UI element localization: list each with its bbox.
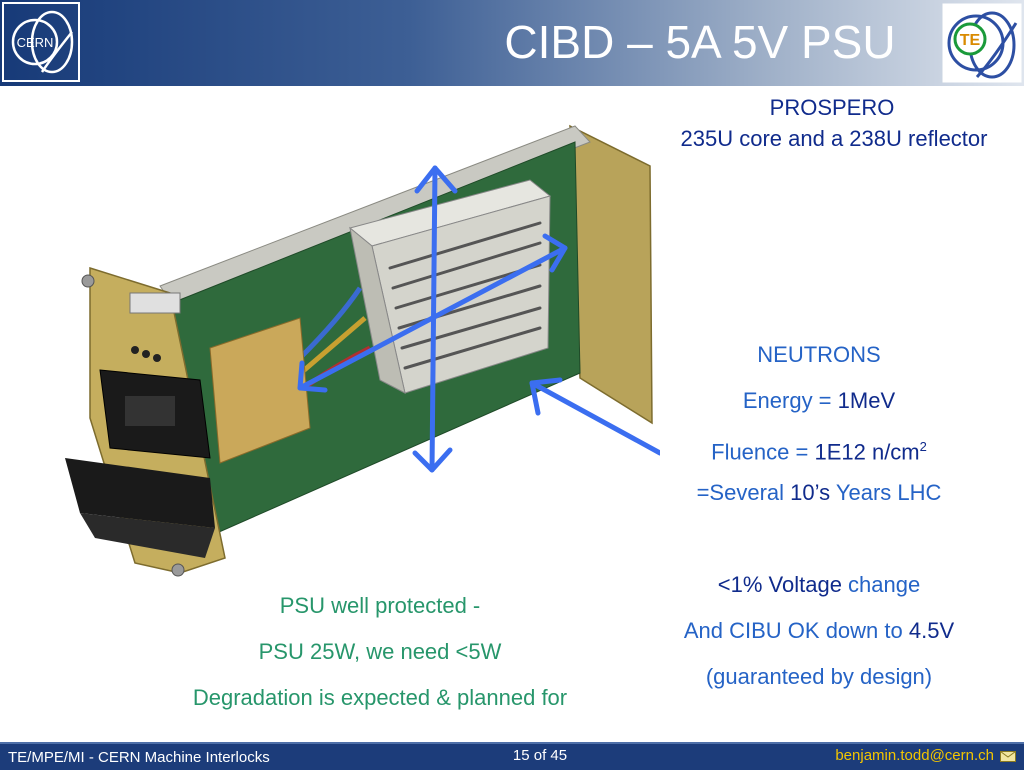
several-years-line: =Several 10’s Years LHC [660, 478, 978, 508]
fluence-line: Fluence = 1E12 n/cm2 [680, 432, 958, 467]
page-number: 15 of 45 [512, 747, 568, 764]
cibu-value: 4.5V [908, 618, 955, 643]
fluence-value: 1E12 n/cm [814, 439, 920, 465]
voltage-change-line: <1% Voltage change [670, 570, 968, 600]
guarantee-line: (guaranteed by design) [705, 664, 933, 689]
te-logo-text: TE [960, 32, 981, 49]
psu-note-power: PSU 25W, we need <5W [258, 639, 502, 664]
several-prefix: =Several [696, 480, 791, 505]
several-value: 10’s [790, 480, 831, 505]
neutrons-heading: NEUTRONS [757, 342, 881, 367]
psu-note-degradation: Degradation is expected & planned for [192, 685, 568, 710]
several-suffix: Years LHC [830, 480, 942, 505]
author-email-link[interactable]: benjamin.todd@cern.ch [835, 747, 994, 764]
voltage-prefix: <1% Voltage [717, 572, 842, 597]
prospero-title: PROSPERO [769, 95, 895, 120]
psu-note-protected: PSU well protected - [279, 593, 481, 618]
slide-title: CIBD – 5A 5V PSU [504, 16, 896, 68]
footer-department: TE/MPE/MI - CERN Machine Interlocks [8, 749, 270, 766]
cern-logo-text: CERN [17, 35, 54, 50]
slide-header: CERN CIBD – 5A 5V PSU TE [0, 0, 1024, 86]
energy-value: 1MeV [837, 388, 896, 413]
te-logo-icon: TE [942, 3, 1022, 83]
energy-label: Energy = [742, 388, 838, 413]
cern-logo-icon: CERN [2, 2, 80, 82]
voltage-suffix: change [841, 572, 921, 597]
fluence-exponent: 2 [919, 439, 927, 454]
cibu-ok-line: And CIBU OK down to 4.5V [650, 616, 988, 646]
slide-footer: TE/MPE/MI - CERN Machine Interlocks 15 o… [0, 742, 1024, 770]
mail-icon[interactable] [1000, 751, 1016, 762]
psu-photo [65, 124, 660, 577]
neutron-direction-arrows [297, 165, 660, 473]
prospero-description: 235U core and a 238U reflector [680, 126, 988, 151]
cibu-prefix: And CIBU OK down to [683, 618, 909, 643]
fluence-label: Fluence = [711, 439, 815, 465]
energy-line: Energy = 1MeV [690, 386, 948, 416]
